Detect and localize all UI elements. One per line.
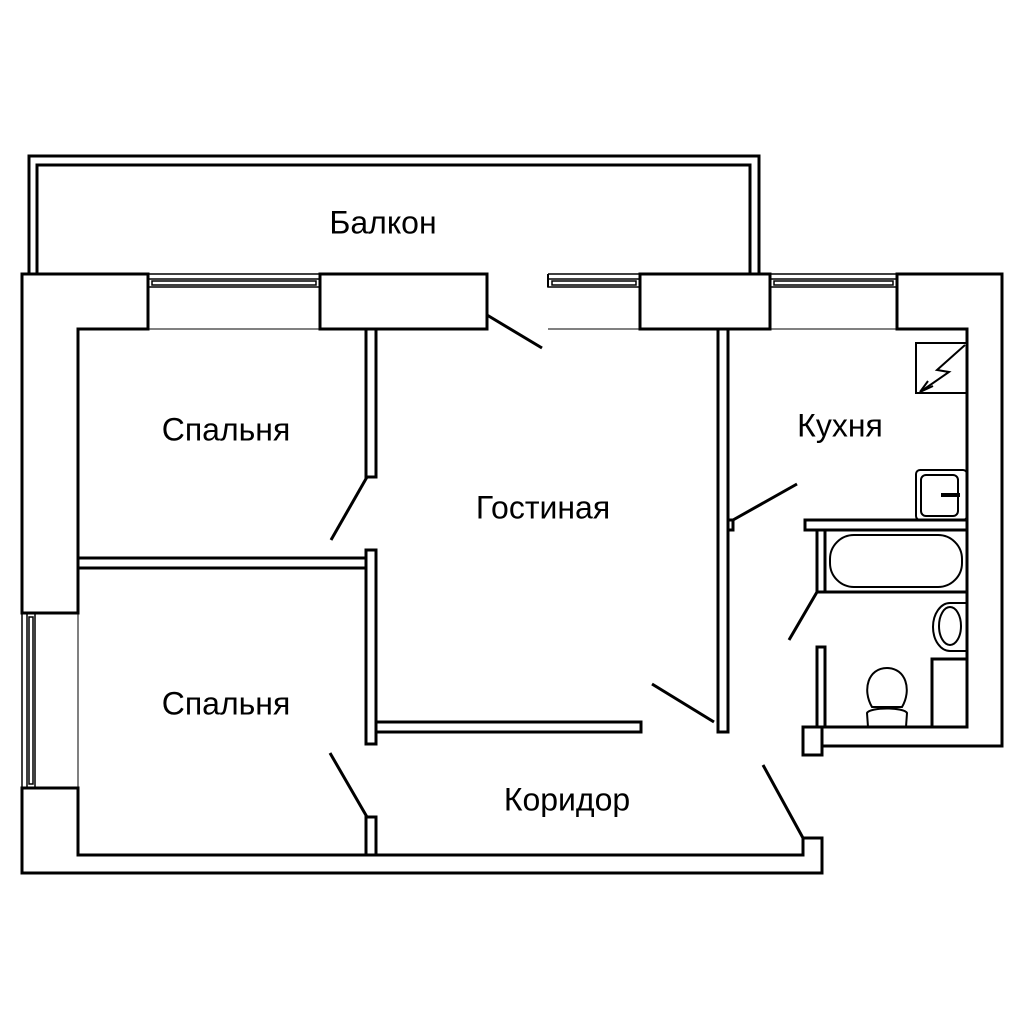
room-label-bedroom-1: Спальня [162, 411, 291, 447]
wall-fill [79, 559, 365, 567]
entrance-door-swing [761, 764, 805, 839]
wall-fill [729, 521, 732, 529]
wall-fill [823, 728, 1001, 745]
wall-fill [367, 551, 375, 743]
wall-fill [968, 275, 1001, 745]
room-label-balcony: Балкон [329, 204, 436, 240]
fixtures [823, 342, 969, 729]
room-label-kitchen: Кухня [797, 407, 883, 443]
wall-fill [806, 521, 966, 529]
wall-fill [367, 818, 375, 854]
room-labels: Балкон Спальня Спальня Гостиная Кухня Ко… [162, 204, 883, 817]
window-glass [151, 280, 317, 286]
washbasin-icon [932, 602, 966, 652]
wall-fill [641, 275, 769, 328]
wall-fill [30, 157, 36, 273]
bedroom-1-door-swing [329, 476, 369, 541]
living-room-door-swing [651, 682, 715, 724]
window-glass [773, 280, 894, 286]
toilet-icon [865, 666, 909, 728]
wall-fill [751, 157, 758, 273]
wall-fill [804, 728, 821, 754]
stove-icon [915, 342, 968, 394]
window-glass [769, 278, 898, 288]
wall-fill [23, 856, 821, 872]
wall-fill [23, 275, 77, 612]
wall-fill [818, 531, 824, 591]
bedroom-2-door-swing [328, 752, 369, 818]
window-glass [551, 280, 637, 286]
room-label-corridor: Коридор [504, 781, 630, 817]
walls-fill [23, 157, 1001, 872]
cabinet [930, 657, 969, 729]
wall-fill [321, 275, 486, 328]
kitchen-door-swing [732, 482, 798, 522]
balcony-door-swing [486, 313, 543, 350]
bathtub-icon [823, 528, 969, 594]
windows [21, 273, 898, 789]
window-glass [26, 612, 36, 789]
wall-fill [818, 648, 824, 726]
window-glass [547, 278, 641, 288]
room-label-living-room: Гостиная [476, 489, 610, 525]
bathroom-door-swing [787, 591, 819, 641]
wall-fill [804, 839, 821, 872]
room-label-bedroom-2: Спальня [162, 685, 291, 721]
wall-fill [719, 330, 727, 731]
wall-fill [377, 723, 640, 731]
doors [328, 313, 819, 839]
wall-fill [30, 157, 758, 164]
kitchen-sink-icon [915, 469, 968, 521]
wall-fill [367, 330, 375, 476]
window-glass [147, 278, 321, 288]
window-glass [28, 616, 34, 785]
